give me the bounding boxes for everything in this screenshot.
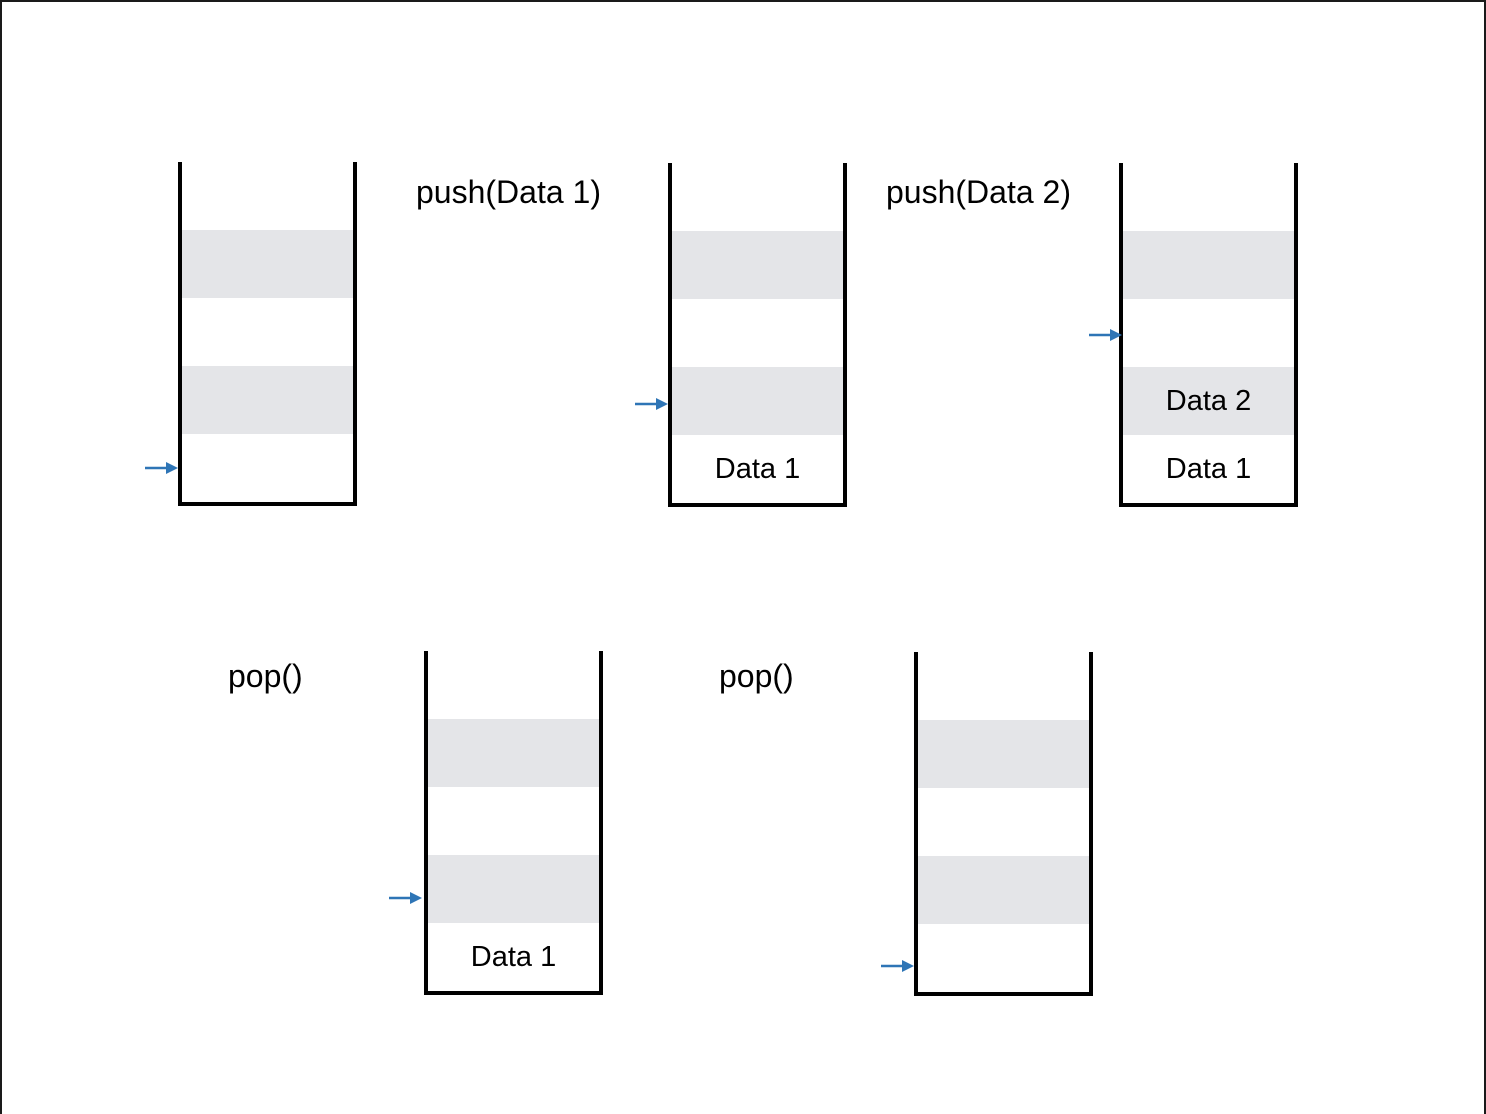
stack-slot bbox=[918, 788, 1089, 856]
push-data2-label: push(Data 2) bbox=[886, 174, 1071, 210]
stack-wall-right bbox=[843, 163, 847, 507]
pop-label-2: pop() bbox=[719, 658, 794, 694]
stack-slot bbox=[182, 162, 353, 230]
stack-slot bbox=[1123, 299, 1294, 367]
stack-after-push-data1: Data 1 bbox=[668, 163, 847, 507]
stack-slot bbox=[182, 230, 353, 298]
stack-empty bbox=[178, 162, 357, 506]
stack-wall-right bbox=[353, 162, 357, 506]
stack-slot bbox=[672, 367, 843, 435]
stack-slot: Data 1 bbox=[470, 940, 557, 973]
stack-slot: Data 2 bbox=[1123, 367, 1294, 435]
stack-slot bbox=[182, 434, 353, 502]
stack-wall-left bbox=[668, 163, 672, 507]
stack-base bbox=[1119, 503, 1298, 507]
stack-after-push-data2: Data 2 Data 1 bbox=[1119, 163, 1298, 507]
stack-slot: Data 1 bbox=[1165, 452, 1252, 485]
stack-slot bbox=[918, 924, 1089, 992]
stack-wall-right bbox=[1089, 652, 1093, 996]
stack-slot bbox=[672, 299, 843, 367]
stack-base bbox=[668, 503, 847, 507]
stack-slot bbox=[428, 787, 599, 855]
top-pointer-arrow-icon bbox=[881, 960, 914, 972]
stack-wall-right bbox=[599, 651, 603, 995]
stack-after-pop-1: Data 1 bbox=[424, 651, 603, 995]
stack-wall-left bbox=[914, 652, 918, 996]
stack-slot bbox=[672, 231, 843, 299]
top-pointer-arrow-icon bbox=[635, 398, 668, 410]
stack-slot bbox=[918, 856, 1089, 924]
stack-slot bbox=[1123, 231, 1294, 299]
stack-base bbox=[914, 992, 1093, 996]
stack-wall-left bbox=[424, 651, 428, 995]
pop-label-1: pop() bbox=[228, 658, 303, 694]
stack-slot bbox=[1123, 163, 1294, 231]
top-pointer-arrow-icon bbox=[1089, 329, 1122, 341]
stack-slot: Data 1 bbox=[714, 452, 801, 485]
stack-slot bbox=[428, 719, 599, 787]
stack-wall-left bbox=[178, 162, 182, 506]
stack-slot bbox=[182, 366, 353, 434]
stack-after-pop-2 bbox=[914, 652, 1093, 996]
stack-slot bbox=[918, 652, 1089, 720]
stack-slot bbox=[182, 298, 353, 366]
stack-slot bbox=[428, 855, 599, 923]
stack-slot bbox=[672, 163, 843, 231]
push-data1-label: push(Data 1) bbox=[416, 174, 601, 210]
stack-wall-right bbox=[1294, 163, 1298, 507]
stack-base bbox=[178, 502, 357, 506]
stack-slot bbox=[918, 720, 1089, 788]
stack-base bbox=[424, 991, 603, 995]
top-pointer-arrow-icon bbox=[145, 462, 178, 474]
stack-slot bbox=[428, 651, 599, 719]
top-pointer-arrow-icon bbox=[389, 892, 422, 904]
